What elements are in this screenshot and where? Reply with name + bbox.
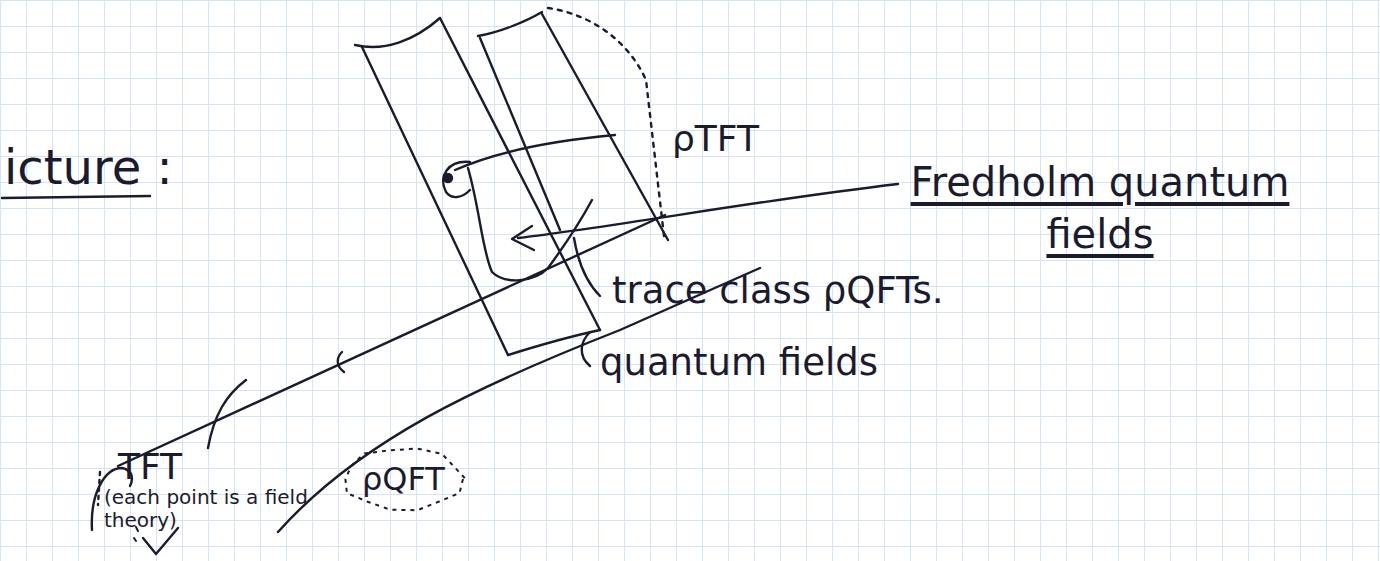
leader-line	[582, 332, 590, 366]
callout-label: Fredholm quantum fields	[905, 156, 1295, 260]
sheet-edge	[355, 18, 440, 47]
leader-line	[208, 380, 246, 448]
loop	[443, 162, 470, 197]
dotted-leader	[98, 472, 100, 505]
sheet-edge	[508, 330, 600, 355]
tube-mark	[338, 352, 344, 372]
sheet-edge	[440, 18, 600, 330]
sheet-edge	[478, 12, 542, 36]
dotted-leader	[548, 8, 664, 236]
dashed-cloud: ρQFT	[342, 446, 465, 512]
callout-label: quantum fields	[600, 342, 878, 385]
arrowhead	[512, 226, 534, 250]
note: (each point is a field theory)	[104, 486, 319, 532]
region-label: ρTFT	[672, 118, 759, 159]
heading-fragment: icture :	[4, 140, 173, 195]
tube-edge	[118, 215, 665, 466]
node-text: ρQFT	[362, 460, 445, 498]
leader-line	[574, 238, 600, 296]
callout-label: trace class ρQFTs.	[612, 270, 944, 313]
underline	[2, 196, 150, 198]
point	[444, 174, 452, 182]
sheet-edge	[542, 14, 668, 240]
sheet-edge	[362, 47, 508, 355]
end-label: TFT	[118, 446, 182, 487]
curve	[455, 135, 615, 170]
leader-arrow	[518, 184, 898, 238]
sheet-edge	[480, 38, 560, 230]
cloud-path	[345, 449, 465, 511]
region-curve	[468, 168, 592, 280]
